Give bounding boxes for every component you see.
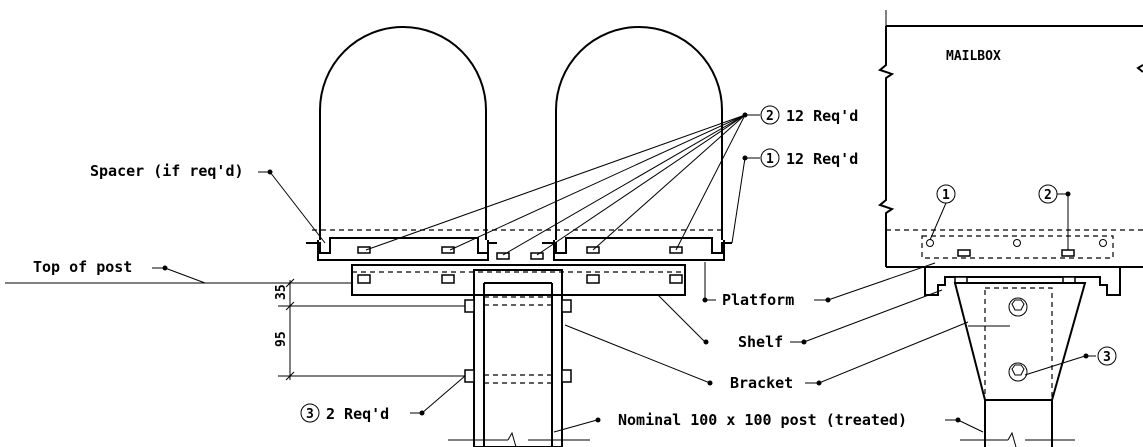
callout-2-number-right: 2 [1044, 188, 1052, 203]
left-platform-outer [317, 240, 489, 261]
callout-1-leader [731, 155, 760, 244]
callout-2-leaders [365, 112, 760, 256]
callout-3-number-right: 3 [1103, 350, 1111, 365]
right-mailbox [555, 26, 723, 240]
post-label: Nominal 100 x 100 post (treated) [618, 411, 907, 429]
shelf-label: Shelf [738, 333, 783, 351]
callout-3-circle-left [300, 403, 320, 423]
right-platform-channel [542, 237, 732, 254]
callout-1-circle [760, 148, 780, 168]
top-of-post-label: Top of post [33, 258, 132, 276]
bolt-hole-zone [921, 235, 1114, 259]
left-elevation-view: 35 95 Spacer (if req'd) Top of post 2 12… [5, 26, 984, 447]
callout-2-quantity: 12 Req'd [786, 107, 858, 125]
left-mailbox [319, 26, 487, 240]
callout-3-quantity: 2 Req'd [326, 405, 389, 423]
bracket-label: Bracket [730, 374, 793, 392]
callout-1-number-right: 1 [942, 188, 950, 203]
callout-1-quantity: 12 Req'd [786, 150, 858, 168]
callout-2-number: 2 [766, 109, 774, 124]
platform-label: Platform [722, 291, 794, 309]
left-platform-channel [306, 237, 497, 254]
right-side-view: MAILBOX 1 2 3 [877, 10, 1143, 447]
dimension-95: 95 [274, 331, 289, 347]
mailbox-label: MAILBOX [946, 49, 1001, 64]
spacer-label: Spacer (if req'd) [90, 162, 244, 180]
right-platform-outer [553, 240, 725, 261]
platform-bolts [357, 246, 683, 260]
post [448, 282, 590, 447]
bracket [464, 269, 572, 447]
dimension-35: 35 [274, 284, 289, 300]
dimension-lines [278, 278, 465, 381]
callout-1-number: 1 [766, 152, 774, 167]
shelf [351, 264, 686, 296]
callout-3-number-left: 3 [306, 407, 314, 422]
callout-2-circle [760, 105, 780, 125]
